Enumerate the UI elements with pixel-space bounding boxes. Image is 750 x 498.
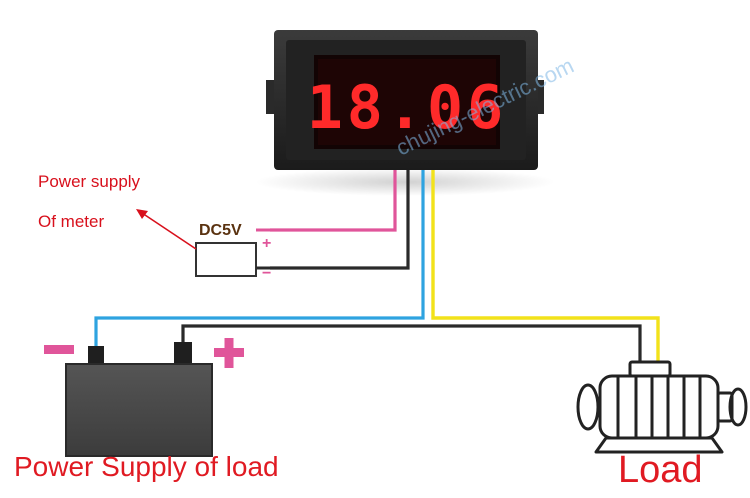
annotation-arrow <box>136 209 197 250</box>
load-power-supply-label: Power Supply of load <box>14 451 279 482</box>
motor-icon <box>576 360 748 454</box>
load-label: Load <box>618 449 703 491</box>
battery-minus-sign <box>44 345 74 354</box>
dc5v-label: DC5V <box>199 222 242 239</box>
dc5v-power-module <box>195 228 270 277</box>
wire-black-load-supply <box>181 324 642 362</box>
dc5v-plus-sign: + <box>262 235 271 252</box>
meter-power-label-line2: Of meter <box>38 212 105 231</box>
wire-blue <box>94 170 425 350</box>
wire-yellow <box>431 170 660 362</box>
panel-meter: 18.06 <box>266 30 544 170</box>
dc5v-minus-sign: − <box>262 265 271 282</box>
battery <box>65 342 213 457</box>
meter-power-label-line1: Power supply <box>38 172 141 191</box>
battery-plus-sign <box>214 338 244 368</box>
meter-reading-display: 18.06 <box>307 73 508 143</box>
wire-pink-positive <box>270 170 397 232</box>
wire-black-negative-meter <box>270 170 410 270</box>
